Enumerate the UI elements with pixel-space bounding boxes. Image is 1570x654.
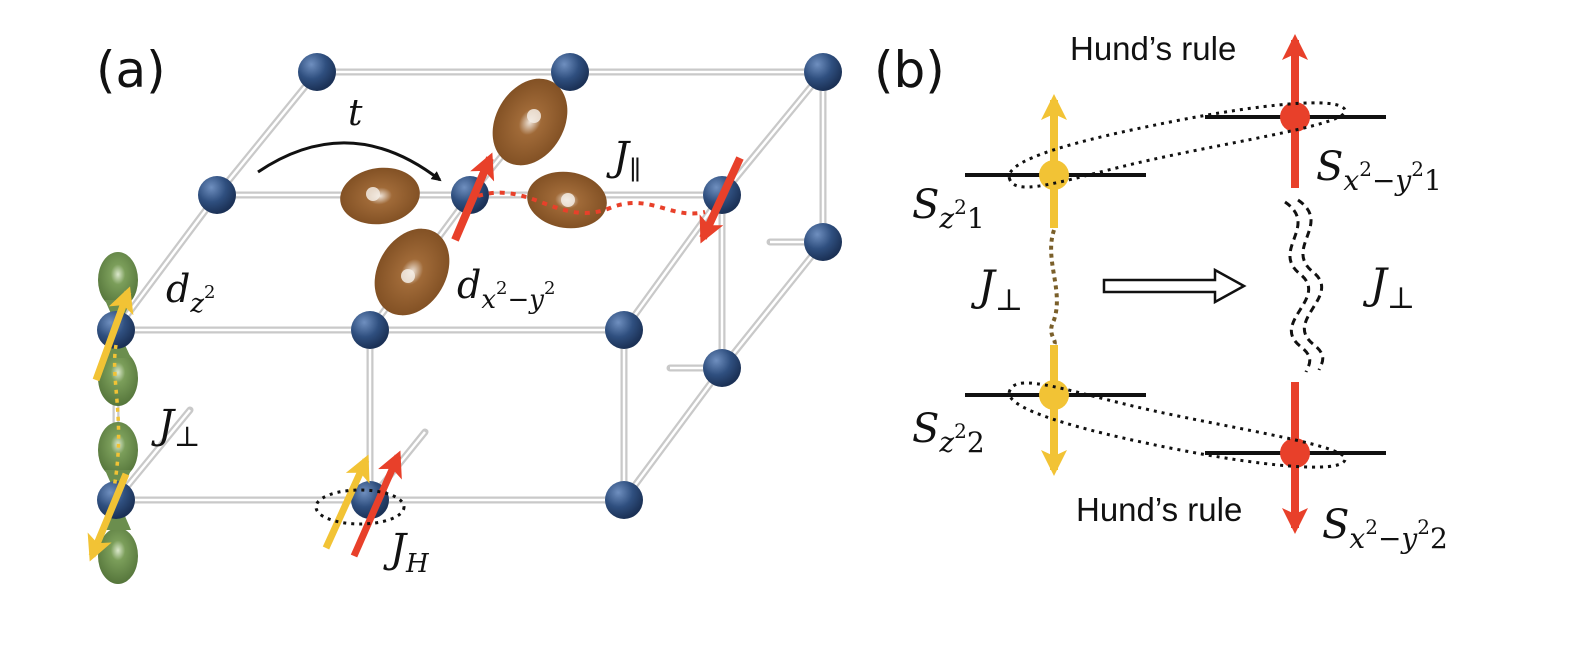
orbital-z2-label: dz2	[166, 267, 215, 319]
spin-x2y2-1-site	[1280, 102, 1310, 132]
transform-arrow	[1102, 267, 1247, 305]
spin-down-z2-bottom	[87, 472, 130, 562]
spin-up-z2-top	[92, 286, 134, 382]
orbital-x2y2-label: dx2−y2	[457, 263, 555, 315]
j-perp-label-b-left: J⊥	[970, 261, 1023, 318]
j-hund-label: JH	[383, 526, 430, 579]
panel-b: (b) Hund’s rule Hund’s rule	[874, 30, 1448, 555]
spin-up-x2y2	[451, 152, 495, 242]
atom	[804, 53, 842, 91]
spin-down-x2y2	[699, 156, 744, 244]
j-parallel-label: J∥	[606, 134, 641, 186]
s-z2-2-label: Sz22	[912, 406, 985, 459]
hund-rule-top: Hund’s rule	[1070, 30, 1236, 67]
atom	[605, 481, 643, 519]
atom	[804, 223, 842, 261]
spin-z2-1-site	[1039, 160, 1069, 190]
j-perp-label-b-right: J⊥	[1362, 259, 1415, 316]
panel-a-label: (a)	[96, 41, 166, 99]
atom	[551, 53, 589, 91]
s-z2-1-label: Sz21	[912, 182, 985, 235]
j-perp-effective	[1284, 198, 1325, 373]
j-perp-coupling-a	[112, 344, 121, 489]
panel-b-label: (b)	[874, 41, 945, 99]
j-perp-coupling-b-left	[1049, 229, 1059, 347]
atom	[605, 311, 643, 349]
j-parallel-coupling	[477, 190, 706, 216]
s-x2y2-2-label: Sx2−y22	[1322, 502, 1448, 555]
hund-enclosures	[1007, 101, 1347, 469]
spin-x2y2-2-site	[1280, 438, 1310, 468]
atom	[198, 176, 236, 214]
spin-z2-2-site	[1039, 380, 1069, 410]
panel-a: (a)	[87, 41, 842, 584]
spin-up-x2y2-hund	[350, 450, 402, 558]
atom	[351, 311, 389, 349]
hund-rule-bottom: Hund’s rule	[1076, 491, 1242, 528]
spin-up-z2-hund	[322, 454, 370, 550]
hopping-arrow	[257, 141, 442, 182]
atom	[703, 349, 741, 387]
hund-coupling-ring	[314, 488, 406, 526]
hopping-label: t	[348, 93, 363, 134]
s-x2y2-1-label: Sx2−y21	[1316, 144, 1442, 197]
atom	[298, 53, 336, 91]
